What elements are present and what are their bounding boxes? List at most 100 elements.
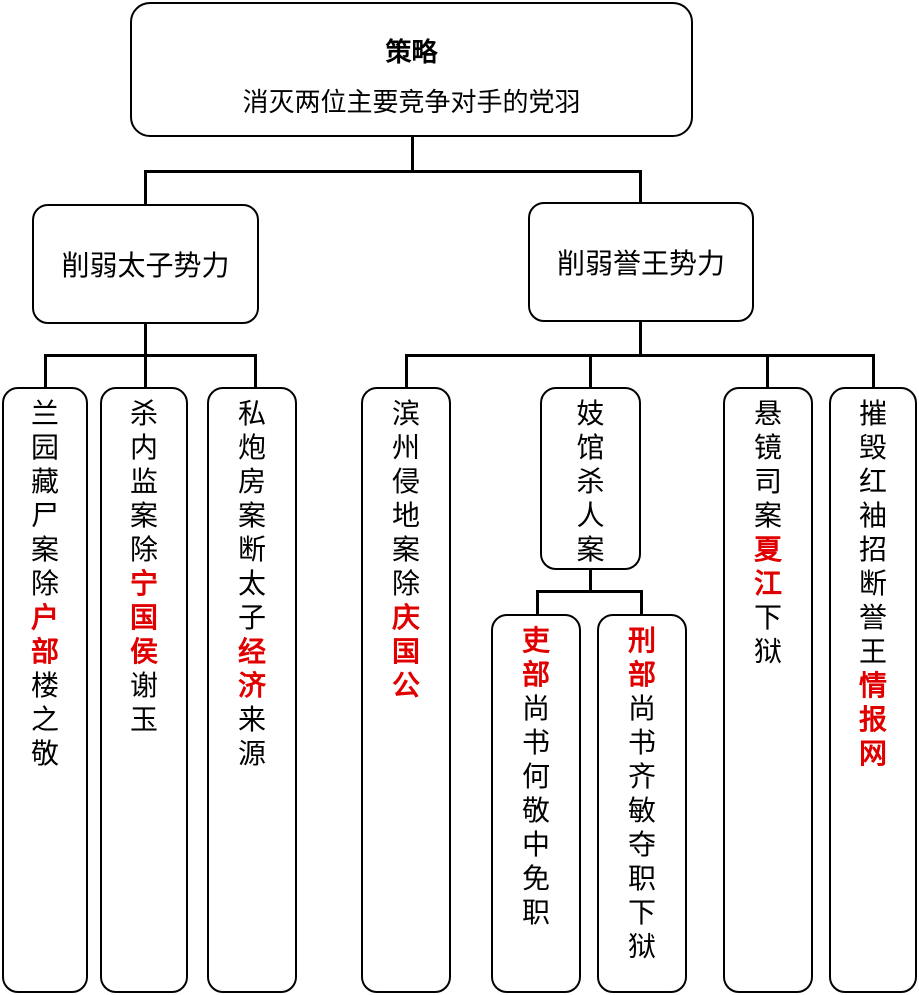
text-char: 尸 — [30, 499, 59, 532]
highlight-char: 刑 — [627, 624, 656, 657]
leaf-text: 私炮房案断太子经济来源 — [209, 397, 295, 771]
leaf-node: 悬镜司案夏江下狱 — [723, 387, 813, 993]
text-char: 藏 — [30, 465, 59, 498]
text-char: 中 — [521, 828, 550, 861]
text-char: 书 — [627, 726, 656, 759]
highlight-char: 部 — [627, 658, 656, 691]
leaf-node: 兰园藏尸案除户部楼之敬 — [2, 387, 88, 993]
text-char: 敬 — [30, 737, 59, 770]
text-char: 何 — [521, 760, 550, 793]
text-char: 誉 — [858, 601, 887, 634]
highlight-char: 吏 — [521, 624, 550, 657]
connector-line — [589, 568, 592, 592]
text-char: 下 — [627, 896, 656, 929]
branch-node-taizi: 削弱太子势力 — [32, 204, 259, 324]
connector-line — [766, 354, 769, 389]
text-char: 尚 — [627, 692, 656, 725]
highlight-char: 济 — [237, 669, 266, 702]
text-char: 案 — [30, 533, 59, 566]
text-char: 地 — [391, 499, 420, 532]
leaf-text: 悬镜司案夏江下狱 — [725, 397, 811, 669]
highlight-char: 网 — [858, 737, 887, 770]
highlight-char: 夏 — [753, 533, 782, 566]
text-char: 房 — [237, 465, 266, 498]
highlight-char: 户 — [30, 601, 59, 634]
text-char: 滨 — [391, 397, 420, 430]
text-char: 职 — [627, 862, 656, 895]
connector-line — [589, 354, 592, 389]
text-char: 案 — [753, 499, 782, 532]
text-char: 毁 — [858, 431, 887, 464]
leaf-text: 兰园藏尸案除户部楼之敬 — [4, 397, 86, 771]
connector-line — [254, 354, 257, 389]
leaf-node: 妓馆杀人案 — [540, 387, 641, 570]
highlight-char: 公 — [391, 669, 420, 702]
connector-line — [872, 354, 875, 389]
text-char: 袖 — [858, 499, 887, 532]
text-char: 书 — [521, 726, 550, 759]
text-char: 狱 — [627, 930, 656, 963]
subleaf-node: 刑部尚书齐敏夺职下狱 — [597, 614, 687, 993]
text-char: 敏 — [627, 794, 656, 827]
connector-line — [405, 354, 875, 357]
text-char: 私 — [237, 397, 266, 430]
connector-line — [411, 135, 414, 172]
leaf-text: 妓馆杀人案 — [542, 397, 639, 567]
text-char: 断 — [237, 533, 266, 566]
text-char: 摧 — [858, 397, 887, 430]
root-title: 策略 — [385, 38, 438, 68]
text-char: 悬 — [753, 397, 782, 430]
branch-label: 削弱太子势力 — [61, 249, 230, 282]
text-char: 人 — [576, 499, 605, 532]
text-char: 红 — [858, 465, 887, 498]
connector-line — [144, 322, 147, 356]
text-char: 案 — [391, 533, 420, 566]
text-char: 馆 — [576, 431, 605, 464]
text-char: 案 — [576, 533, 605, 566]
text-char: 玉 — [129, 703, 158, 736]
text-char: 杀 — [576, 465, 605, 498]
leaf-text: 摧毁红袖招断誉王情报网 — [831, 397, 915, 771]
text-char: 司 — [753, 465, 782, 498]
branch-node-yuwang: 削弱誉王势力 — [528, 202, 754, 322]
text-char: 断 — [858, 567, 887, 600]
connector-line — [639, 320, 642, 356]
highlight-char: 经 — [237, 635, 266, 668]
leaf-text: 杀内监案除宁国侯谢玉 — [102, 397, 186, 737]
text-char: 案 — [237, 499, 266, 532]
highlight-char: 侯 — [129, 635, 158, 668]
text-char: 园 — [30, 431, 59, 464]
text-char: 齐 — [627, 760, 656, 793]
text-char: 之 — [30, 703, 59, 736]
text-char: 除 — [30, 567, 59, 600]
text-char: 除 — [129, 533, 158, 566]
text-char: 州 — [391, 431, 420, 464]
leaf-node: 私炮房案断太子经济来源 — [207, 387, 297, 993]
text-char: 炮 — [237, 431, 266, 464]
text-char: 尚 — [521, 692, 550, 725]
text-char: 妓 — [576, 397, 605, 430]
connector-line — [144, 170, 147, 206]
text-char: 狱 — [753, 635, 782, 668]
text-char: 监 — [129, 465, 158, 498]
leaf-node: 杀内监案除宁国侯谢玉 — [100, 387, 188, 993]
leaf-text: 滨州侵地案除庆国公 — [363, 397, 449, 703]
text-char: 谢 — [129, 669, 158, 702]
branch-label: 削弱誉王势力 — [556, 247, 725, 280]
connector-line — [144, 170, 641, 173]
root-node: 策略 消灭两位主要竞争对手的党羽 — [130, 2, 693, 137]
text-char: 案 — [129, 499, 158, 532]
text-char: 楼 — [30, 669, 59, 702]
subleaf-node: 吏部尚书何敬中免职 — [491, 614, 581, 993]
leaf-text: 刑部尚书齐敏夺职下狱 — [599, 624, 685, 964]
text-char: 来 — [237, 703, 266, 736]
connector-line — [44, 354, 256, 357]
text-char: 除 — [391, 567, 420, 600]
text-char: 兰 — [30, 397, 59, 430]
text-char: 职 — [521, 896, 550, 929]
leaf-text: 吏部尚书何敬中免职 — [493, 624, 579, 930]
connector-line — [536, 590, 643, 593]
highlight-char: 国 — [391, 635, 420, 668]
text-char: 夺 — [627, 828, 656, 861]
text-char: 镜 — [753, 431, 782, 464]
